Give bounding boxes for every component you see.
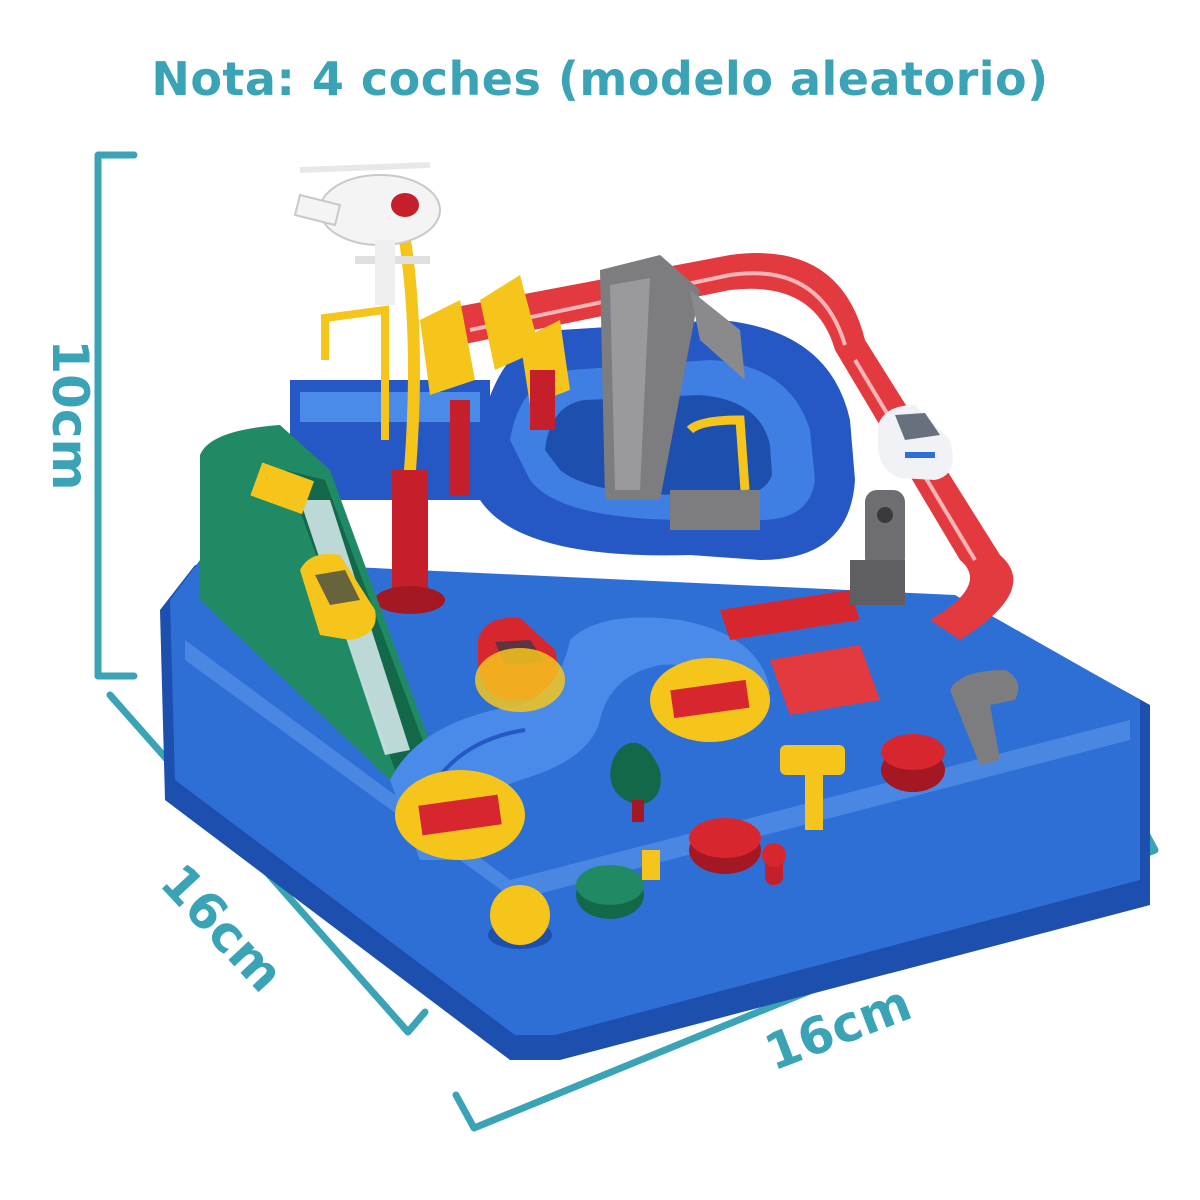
police-car [878,405,953,480]
height-dimension-line [94,151,138,680]
yellow-taxi-car [300,554,376,640]
tree [610,742,661,822]
control-knobs [488,670,1019,949]
note-text: Nota: 4 coches (modelo aleatorio) [151,52,1049,106]
red-bridge [720,590,880,715]
turntables [395,648,770,860]
crane [600,255,760,530]
traffic-light [850,490,905,605]
height-dimension-label: 10cm [41,339,99,491]
yellow-gates [420,275,570,495]
helicopter [293,162,445,614]
